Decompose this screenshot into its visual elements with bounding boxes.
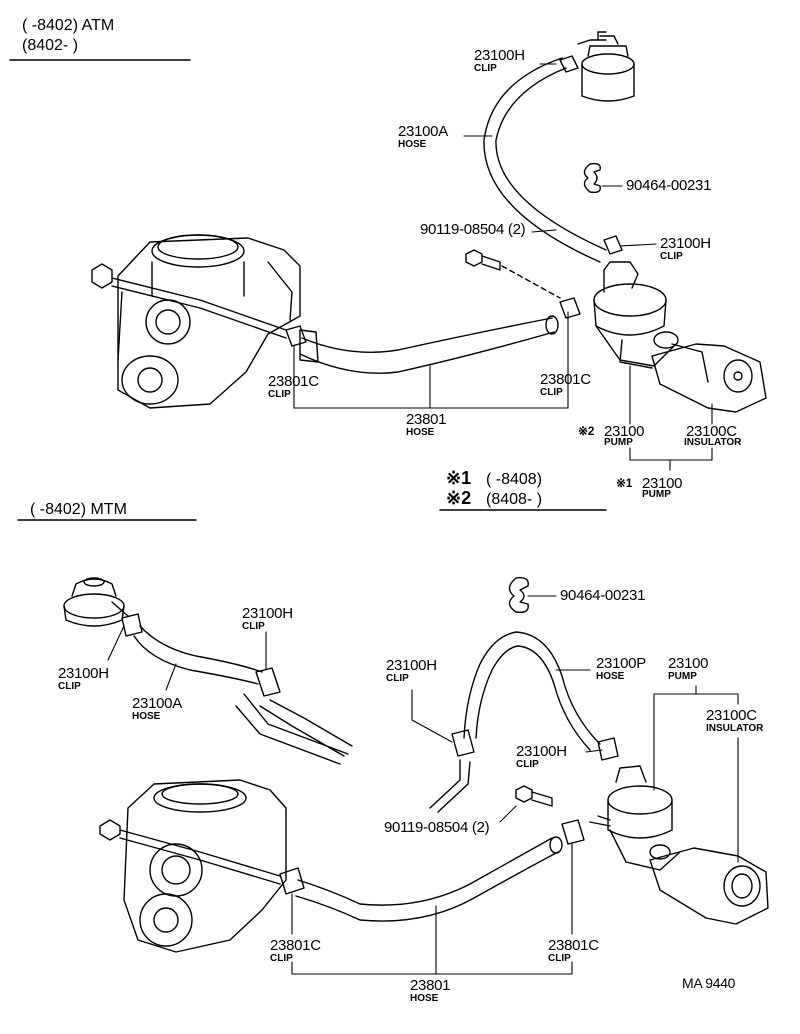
- mtm-pump-pn: 23100: [668, 655, 709, 672]
- atm-clip-top-pn: 23100H: [474, 47, 525, 64]
- atm-clip-right-sub: CLIP: [540, 387, 563, 398]
- mtm-range-label: ( -8402) MTM: [30, 501, 127, 518]
- drawing-code: MA 9440: [682, 975, 736, 991]
- hose-icon: [133, 625, 263, 685]
- mtm-hose-a-sub: HOSE: [132, 711, 161, 722]
- atm-clamp-pn: 90464-00231: [626, 177, 712, 194]
- atm-hose-a-pn: 23100A: [398, 123, 448, 140]
- clamp-icon: [583, 162, 601, 194]
- mtm-clip-upper-sub: CLIP: [242, 621, 265, 632]
- hose-icon: [299, 315, 559, 374]
- mtm-hose-p-sub: HOSE: [596, 671, 625, 682]
- insulator-icon: [651, 343, 767, 413]
- mtm-insulator-pn: 23100C: [706, 707, 757, 724]
- note2-range: (8408- ): [486, 491, 543, 508]
- clip-icon: [121, 613, 619, 761]
- fuel-pump-icon: [589, 765, 681, 871]
- mtm-hose-main-pn: 23801: [410, 977, 451, 994]
- atm-insulator-sub: INSULATOR: [684, 437, 742, 448]
- atm-pump1-pn: 23100: [642, 475, 683, 492]
- clip-icon: [559, 55, 623, 255]
- bolt-icon: [515, 785, 553, 807]
- note1-range: ( -8408): [486, 471, 543, 488]
- mtm-clip-pump-pn: 23100H: [516, 743, 567, 760]
- clip-icon: [285, 297, 581, 347]
- hose-icon: [429, 631, 601, 813]
- atm-insulator-pn: 23100C: [686, 423, 737, 440]
- atm-clip-mid-pn: 23100H: [660, 235, 711, 252]
- mtm-clip-filter-sub: CLIP: [58, 681, 81, 692]
- mtm-insulator-sub: INSULATOR: [706, 723, 764, 734]
- mtm-hose-main-sub: HOSE: [410, 993, 439, 1004]
- mtm-clip-filter-pn: 23100H: [58, 665, 109, 682]
- hose-icon: [295, 836, 563, 922]
- clamp-icon: [508, 576, 529, 614]
- note1-mark: ※1: [446, 468, 472, 488]
- atm-clip-left-pn: 23801C: [268, 373, 319, 390]
- atm-clip-top-sub: CLIP: [474, 63, 497, 74]
- mtm-bolt-pn: 90119-08504 (2): [384, 819, 490, 836]
- atm-clip-right-pn: 23801C: [540, 371, 591, 388]
- clip-icon: [279, 819, 585, 895]
- engine-icon: [99, 779, 287, 953]
- hose-icon: [235, 693, 353, 765]
- mtm-clip-pump-sub: CLIP: [516, 759, 539, 770]
- atm-pump2-mark: ※2: [578, 424, 595, 438]
- fuel-pump-icon: [593, 261, 709, 383]
- fuel-filter-icon: [577, 31, 635, 102]
- mtm-pump-sub: PUMP: [668, 671, 697, 682]
- mtm-clamp-pn: 90464-00231: [560, 587, 646, 604]
- atm-hose-main-sub: HOSE: [406, 427, 435, 438]
- bolt-icon: [465, 249, 561, 299]
- atm-pump1-mark: ※1: [616, 476, 633, 490]
- atm-pump2-pn: 23100: [604, 423, 645, 440]
- atm-pump1-sub: PUMP: [642, 489, 671, 500]
- mtm-hose-p-pn: 23100P: [596, 655, 646, 672]
- mtm-clip-left-sub: CLIP: [270, 953, 293, 964]
- atm-hose-main-pn: 23801: [406, 411, 447, 428]
- mtm-clip-right-pn: 23801C: [548, 937, 599, 954]
- mtm-clip-leftmid-pn: 23100H: [386, 657, 437, 674]
- atm-hose-a-sub: HOSE: [398, 139, 427, 150]
- fuel-filter-icon: [63, 577, 129, 627]
- atm-bolt-pn: 90119-08504 (2): [420, 221, 526, 238]
- mtm-clip-left-pn: 23801C: [270, 937, 321, 954]
- mtm-hose-a-pn: 23100A: [132, 695, 182, 712]
- engine-icon: [91, 234, 301, 409]
- note2-mark: ※2: [446, 488, 472, 508]
- mtm-clip-right-sub: CLIP: [548, 953, 571, 964]
- mtm-clip-upper-pn: 23100H: [242, 605, 293, 622]
- atm-pump2-sub: PUMP: [604, 437, 633, 448]
- atm-range-label-2: (8402- ): [22, 37, 79, 54]
- insulator-icon: [649, 847, 769, 925]
- mtm-clip-leftmid-sub: CLIP: [386, 673, 409, 684]
- atm-clip-left-sub: CLIP: [268, 389, 291, 400]
- atm-range-label: ( -8402) ATM: [22, 17, 115, 34]
- atm-clip-mid-sub: CLIP: [660, 251, 683, 262]
